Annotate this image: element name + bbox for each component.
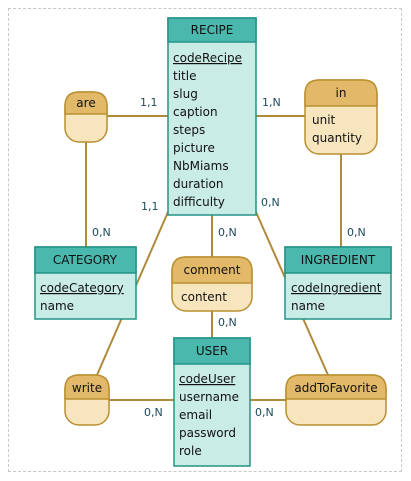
entity-user-attr: password <box>179 426 236 440</box>
relationship-lines <box>85 115 342 401</box>
entity-recipe-attr: difficulty <box>173 195 225 209</box>
entity-recipe-attr: NbMiams <box>173 159 229 173</box>
entity-category-attr: name <box>40 299 74 313</box>
association-in-header <box>304 79 378 107</box>
diagram-frame <box>8 8 402 472</box>
entity-user-key: codeUser <box>179 372 235 386</box>
association-are-name: are <box>76 96 95 110</box>
cardinality-labels: 1,1 0,N 1,N 0,N 1,1 0,N 0,N 0,N 0,N 0,N <box>92 96 366 419</box>
entity-ingredient[interactable]: INGREDIENT codeIngredient name <box>284 246 392 320</box>
association-add-to-favorite-name: addToFavorite <box>294 381 377 395</box>
entity-user-attr: role <box>179 444 202 458</box>
entity-recipe-body <box>167 17 257 216</box>
cardinality-comment-user: 0,N <box>218 316 237 329</box>
association-in[interactable]: in unit quantity <box>304 79 378 155</box>
association-comment-header <box>171 256 253 284</box>
association-are[interactable]: are <box>64 91 108 143</box>
entity-recipe-attr: caption <box>173 105 218 119</box>
association-in-attr: quantity <box>312 131 362 145</box>
cardinality-are-category: 0,N <box>92 226 111 239</box>
entity-user-name: USER <box>196 344 228 358</box>
entity-recipe[interactable]: RECIPE codeRecipe title slug caption ste… <box>167 17 257 216</box>
entity-recipe-header <box>167 17 257 43</box>
association-add-to-favorite-header <box>285 374 387 400</box>
association-comment-name: comment <box>183 263 240 277</box>
cardinality-are-recipe: 1,1 <box>140 96 158 109</box>
association-comment-attr: content <box>181 290 227 304</box>
entity-category[interactable]: CATEGORY codeCategory name <box>34 246 137 320</box>
entity-recipe-key: codeRecipe <box>173 51 242 65</box>
entity-ingredient-header <box>284 246 392 274</box>
entity-category-key: codeCategory <box>40 281 124 295</box>
association-are-header <box>64 91 108 115</box>
entity-recipe-attr: duration <box>173 177 224 191</box>
association-write[interactable]: write <box>64 374 110 426</box>
association-write-header <box>64 374 110 400</box>
cardinality-in-recipe: 1,N <box>262 96 281 109</box>
entity-user-attr: username <box>179 390 239 404</box>
cardinality-write-user: 0,N <box>144 406 163 419</box>
entity-ingredient-key: codeIngredient <box>291 281 382 295</box>
association-comment[interactable]: comment content <box>171 256 253 312</box>
entity-ingredient-attr: name <box>291 299 325 313</box>
entity-category-name: CATEGORY <box>53 253 118 267</box>
entity-recipe-attr: steps <box>173 123 205 137</box>
entity-recipe-attr: picture <box>173 141 215 155</box>
cardinality-fav-recipe: 0,N <box>261 196 280 209</box>
entity-recipe-attr: slug <box>173 87 198 101</box>
entity-ingredient-name: INGREDIENT <box>301 253 376 267</box>
cardinality-in-ingredient: 0,N <box>347 226 366 239</box>
cardinality-comment-recipe: 0,N <box>218 226 237 239</box>
entity-user-header <box>173 337 251 365</box>
cardinality-write-recipe: 1,1 <box>141 200 159 213</box>
entity-user-attr: email <box>179 408 212 422</box>
entity-recipe-name: RECIPE <box>191 23 234 37</box>
entity-user[interactable]: USER codeUser username email password ro… <box>173 337 251 467</box>
association-in-attr: unit <box>312 113 336 127</box>
entity-recipe-attr: title <box>173 69 196 83</box>
entity-category-header <box>34 246 137 274</box>
association-in-name: in <box>336 86 347 100</box>
association-write-name: write <box>72 381 102 395</box>
association-add-to-favorite[interactable]: addToFavorite <box>285 374 387 426</box>
cardinality-fav-user: 0,N <box>255 406 274 419</box>
